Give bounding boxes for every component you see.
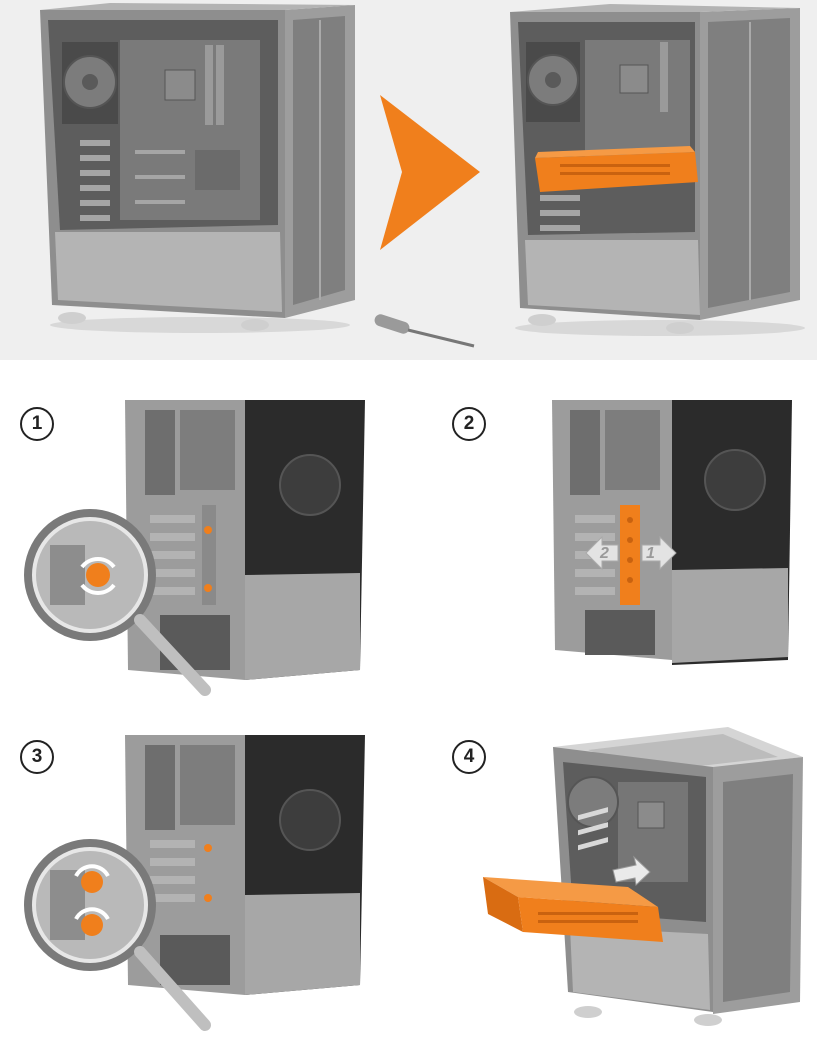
step-2-badge: 2	[452, 407, 486, 441]
step-4-image	[478, 722, 813, 1032]
case-after-image	[500, 0, 817, 360]
screwdriver-icon	[370, 312, 480, 352]
next-arrow-icon	[380, 95, 480, 250]
step-2-image: 1 2	[540, 395, 800, 670]
arrow-label-2: 2	[599, 545, 609, 562]
step-3-image	[30, 730, 370, 1035]
step-1-image	[30, 395, 370, 700]
arrow-label-1: 1	[646, 545, 655, 562]
